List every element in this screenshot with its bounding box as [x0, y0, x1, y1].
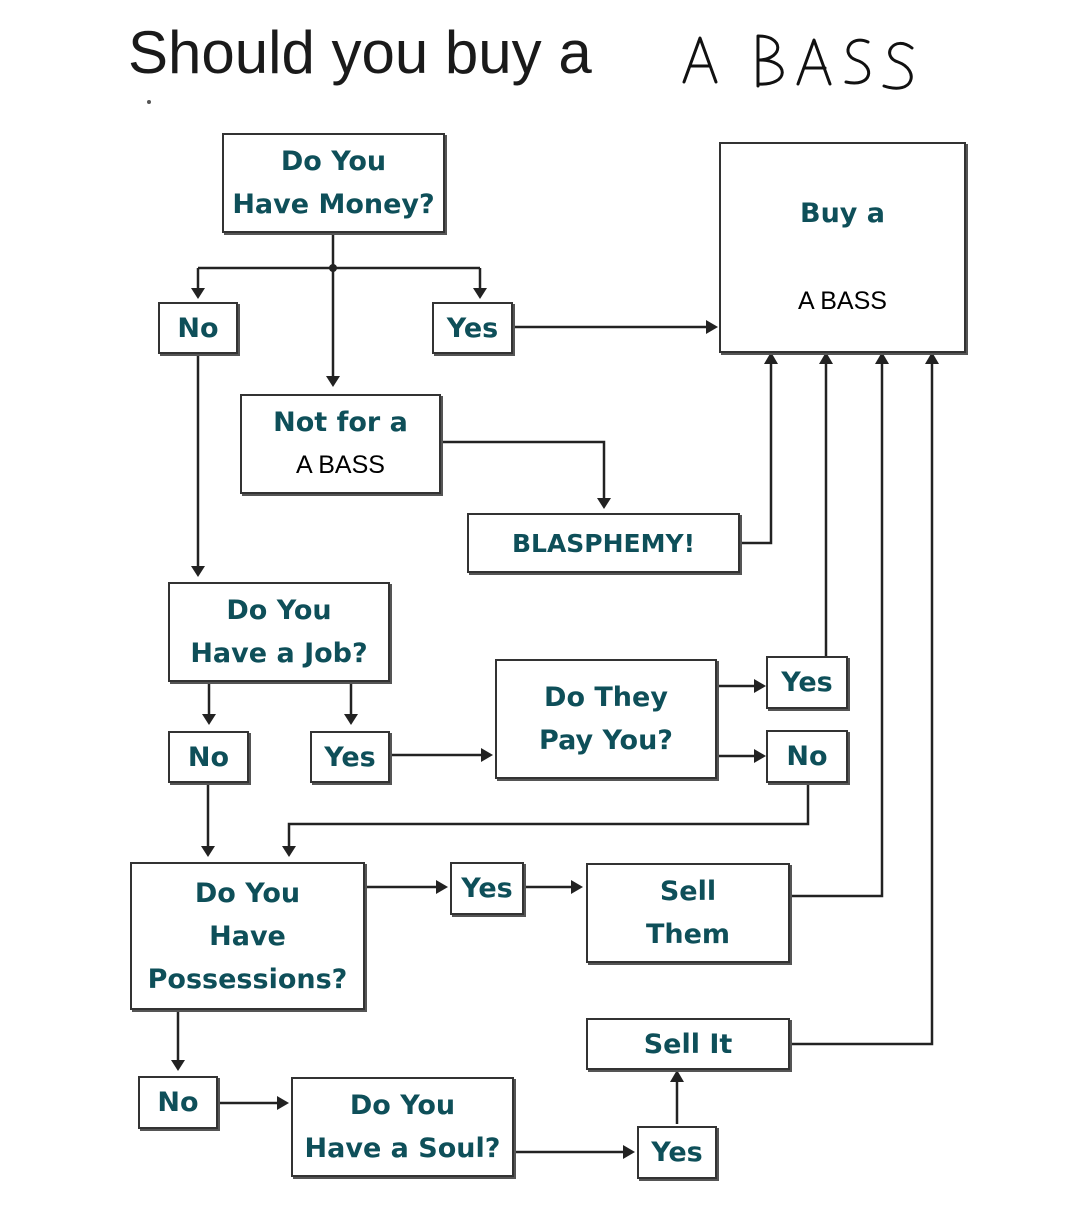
answer-soul-yes: Yes [637, 1126, 717, 1179]
outcome-line: Buy a [799, 198, 886, 229]
arrowhead [436, 880, 448, 894]
question-line: Have a Job? [190, 638, 368, 669]
arrowhead [571, 880, 583, 894]
answer-possessions-yes: Yes [450, 862, 524, 915]
arrowhead [171, 1060, 185, 1071]
answer-pay-no: No [766, 730, 848, 783]
answer-job-yes: Yes [310, 731, 390, 783]
question-line: Do You [226, 595, 332, 626]
answer-edited-line: A BASS [296, 451, 385, 479]
arrowhead [191, 288, 205, 299]
arrowhead [202, 714, 216, 725]
arrowhead [754, 749, 766, 763]
arrowhead [764, 352, 778, 364]
arrowhead [706, 320, 718, 334]
arrowhead [623, 1145, 635, 1159]
connector-sell-it-to-buy [790, 362, 934, 1046]
question-line: Have [209, 920, 286, 952]
arrowhead [326, 376, 340, 387]
question-line: Pay You? [539, 725, 673, 756]
question-line: Possessions? [147, 963, 348, 995]
arrowhead [875, 352, 889, 364]
answer-pay-yes: Yes [766, 656, 848, 709]
action-sell-them: Sell Them [586, 863, 790, 963]
answer-not-for: Not for a A BASS [240, 394, 441, 494]
page-title: Should you buy a [128, 19, 592, 86]
arrowhead [819, 352, 833, 364]
arrowhead [201, 846, 215, 857]
arrowhead [277, 1096, 289, 1110]
arrowhead [481, 748, 493, 762]
question-have-soul: Do You Have a Soul? [291, 1077, 514, 1177]
connector-pay-no-to-possessions [287, 783, 810, 852]
junction-dot [329, 264, 337, 272]
question-have-possessions: Do You Have Possessions? [130, 862, 365, 1010]
answer-money-no: No [158, 302, 238, 354]
handwritten-a-bass [682, 34, 914, 90]
arrowhead [754, 679, 766, 693]
arrowhead [344, 714, 358, 725]
question-line: Do You [349, 1090, 456, 1121]
connector-sell-them-to-buy [790, 362, 884, 898]
answer-job-no: No [168, 731, 249, 783]
question-they-pay: Do They Pay You? [495, 659, 717, 779]
arrowhead [597, 498, 611, 509]
outcome-edited-line: A BASS [798, 287, 887, 315]
answer-line: Not for a [273, 407, 408, 438]
action-line: Sell [659, 876, 717, 907]
arrowhead [925, 352, 939, 364]
question-line: Have Money? [232, 189, 435, 220]
arrowhead [282, 846, 296, 857]
answer-possessions-no: No [138, 1076, 218, 1129]
answer-money-yes: Yes [432, 302, 513, 354]
question-have-job: Do You Have a Job? [168, 582, 390, 682]
question-have-money: Do You Have Money? [222, 133, 445, 233]
arrowhead [191, 566, 205, 577]
action-sell-it: Sell It [586, 1018, 790, 1070]
arrowhead [670, 1070, 684, 1082]
question-line: Do You [280, 146, 387, 177]
outcome-buy: Buy a A BASS [719, 142, 966, 353]
connector-blasphemy-to-buy [740, 362, 773, 545]
action-line: Them [645, 919, 731, 950]
stray-dot [147, 100, 151, 104]
question-line: Have a Soul? [304, 1133, 501, 1164]
arrowhead [473, 288, 487, 299]
connector-not-for-to-blasphemy [440, 440, 606, 506]
question-line: Do You [194, 877, 301, 909]
question-line: Do They [544, 682, 668, 713]
outcome-blasphemy: BLASPHEMY! [467, 513, 740, 573]
